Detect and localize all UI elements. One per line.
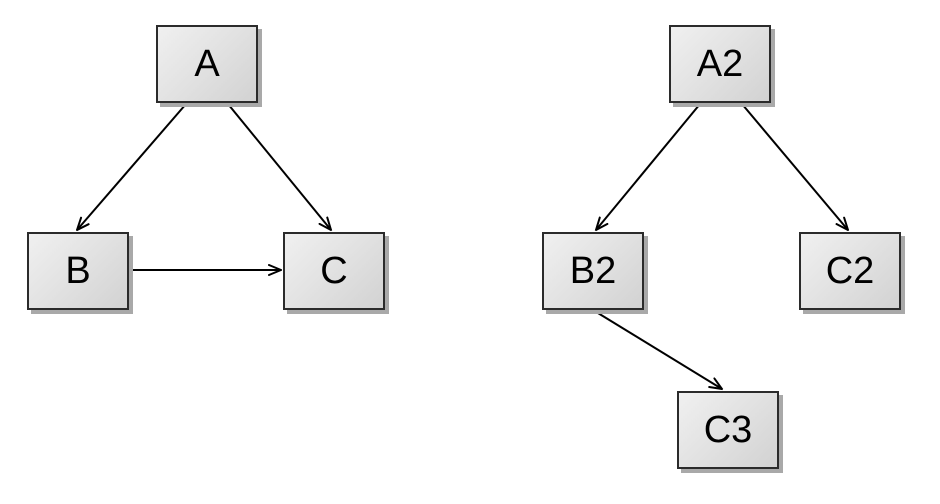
node-C3: C3 xyxy=(677,391,779,469)
node-A2-label: A2 xyxy=(696,43,744,85)
edge-A-to-C xyxy=(227,103,331,230)
node-A-label: A xyxy=(194,43,220,85)
node-B2-label: B2 xyxy=(569,250,617,292)
node-A: A xyxy=(156,25,258,103)
node-A2: A2 xyxy=(669,25,771,103)
edge-A-to-B xyxy=(77,103,187,230)
edge-A2-to-C2 xyxy=(741,103,848,230)
node-B2: B2 xyxy=(542,232,644,310)
node-C-label: C xyxy=(320,250,348,292)
edge-B2-to-C3 xyxy=(592,309,722,389)
node-C: C xyxy=(283,232,385,310)
node-B-label: B xyxy=(65,250,91,292)
node-C2: C2 xyxy=(799,232,901,310)
node-C3-label: C3 xyxy=(703,409,753,451)
node-C2-label: C2 xyxy=(825,250,875,292)
node-B: B xyxy=(27,232,129,310)
edge-A2-to-B2 xyxy=(596,103,701,230)
